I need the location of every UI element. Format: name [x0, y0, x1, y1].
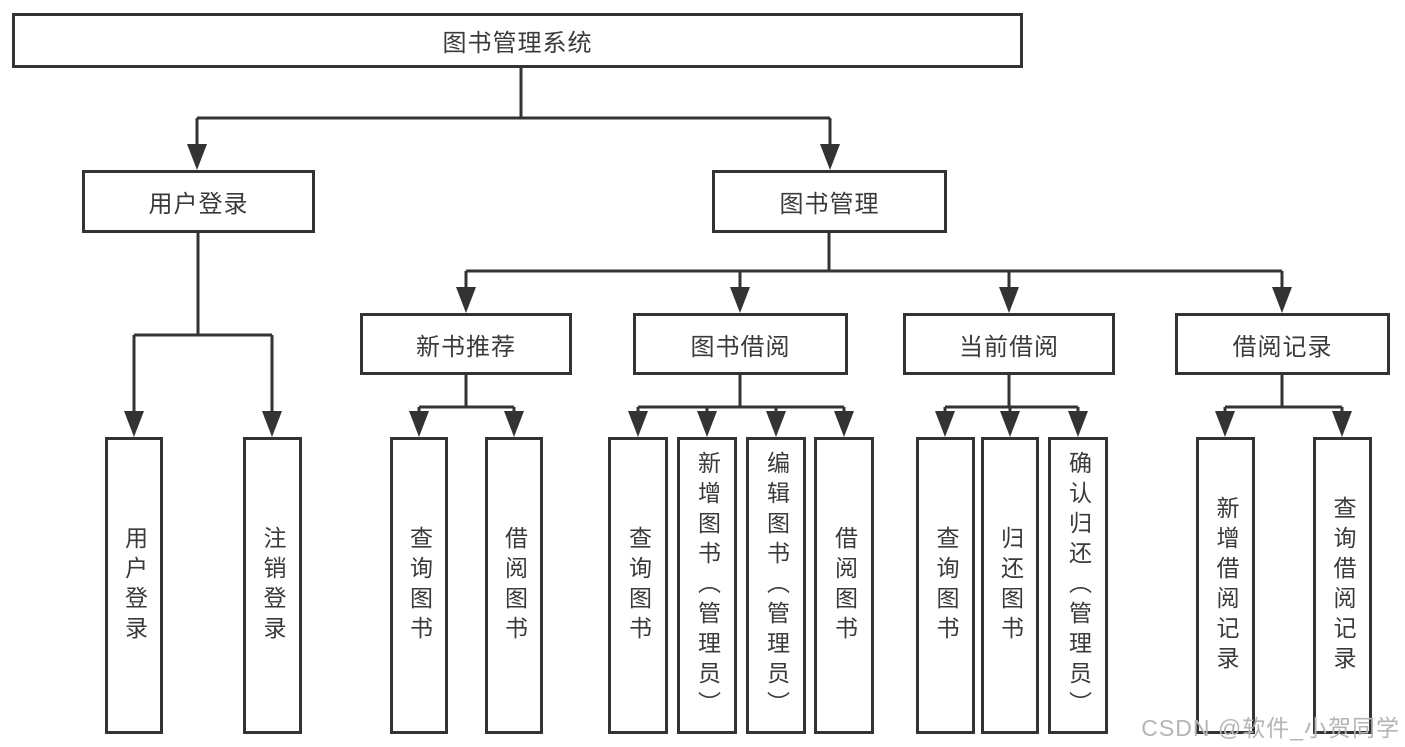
node-br-query-record: 查询借阅记录 — [1313, 437, 1372, 734]
node-cb-confirm-return-admin: 确认归还（管理员） — [1048, 437, 1108, 734]
node-bb-add-books-admin: 新增图书（管理员） — [677, 437, 737, 734]
node-label: 用户登录 — [148, 191, 249, 218]
node-new-book-recommend: 新书推荐 — [360, 313, 572, 375]
node-label: 图书借阅 — [690, 333, 791, 361]
node-cb-return-books: 归还图书 — [981, 437, 1039, 734]
node-borrow-records: 借阅记录 — [1175, 313, 1390, 375]
node-user-login: 用户登录 — [105, 437, 163, 734]
node-cb-query-books: 查询图书 — [916, 437, 975, 734]
node-label: 查询图书 — [933, 525, 959, 646]
node-label: 用户登录 — [121, 525, 148, 646]
node-current-borrowing: 当前借阅 — [903, 313, 1115, 375]
node-book-borrowing: 图书借阅 — [633, 313, 848, 375]
node-label: 确认归还（管理员） — [1065, 450, 1092, 721]
node-label: 查询借阅记录 — [1330, 495, 1356, 676]
node-book-management: 图书管理 — [712, 170, 947, 233]
csdn-watermark: CSDN @软件_小贺同学 — [1141, 715, 1400, 741]
node-library-system: 图书管理系统 — [12, 13, 1023, 68]
node-label: 借阅图书 — [501, 525, 528, 646]
node-label: 查询图书 — [625, 525, 652, 646]
node-br-add-record: 新增借阅记录 — [1196, 437, 1255, 734]
node-label: 图书管理 — [779, 191, 880, 218]
node-label: 编辑图书（管理员） — [763, 450, 790, 721]
node-label: 当前借阅 — [959, 333, 1059, 361]
node-user-login-group: 用户登录 — [82, 170, 315, 233]
node-label: 归还图书 — [997, 525, 1024, 646]
node-label: 新增借阅记录 — [1213, 495, 1239, 676]
node-logout: 注销登录 — [243, 437, 302, 734]
node-label: 借阅记录 — [1232, 333, 1333, 361]
node-bb-edit-books-admin: 编辑图书（管理员） — [746, 437, 806, 734]
node-label: 新书推荐 — [416, 333, 516, 361]
node-bb-borrow-books: 借阅图书 — [814, 437, 874, 734]
node-nb-borrow-books: 借阅图书 — [485, 437, 543, 734]
node-label: 注销登录 — [260, 525, 286, 646]
node-label: 借阅图书 — [831, 525, 858, 646]
node-label: 新增图书（管理员） — [694, 450, 721, 721]
node-label: 查询图书 — [406, 525, 433, 646]
node-bb-query-books: 查询图书 — [608, 437, 668, 734]
node-nb-query-books: 查询图书 — [390, 437, 448, 734]
node-label: 图书管理系统 — [442, 30, 593, 57]
